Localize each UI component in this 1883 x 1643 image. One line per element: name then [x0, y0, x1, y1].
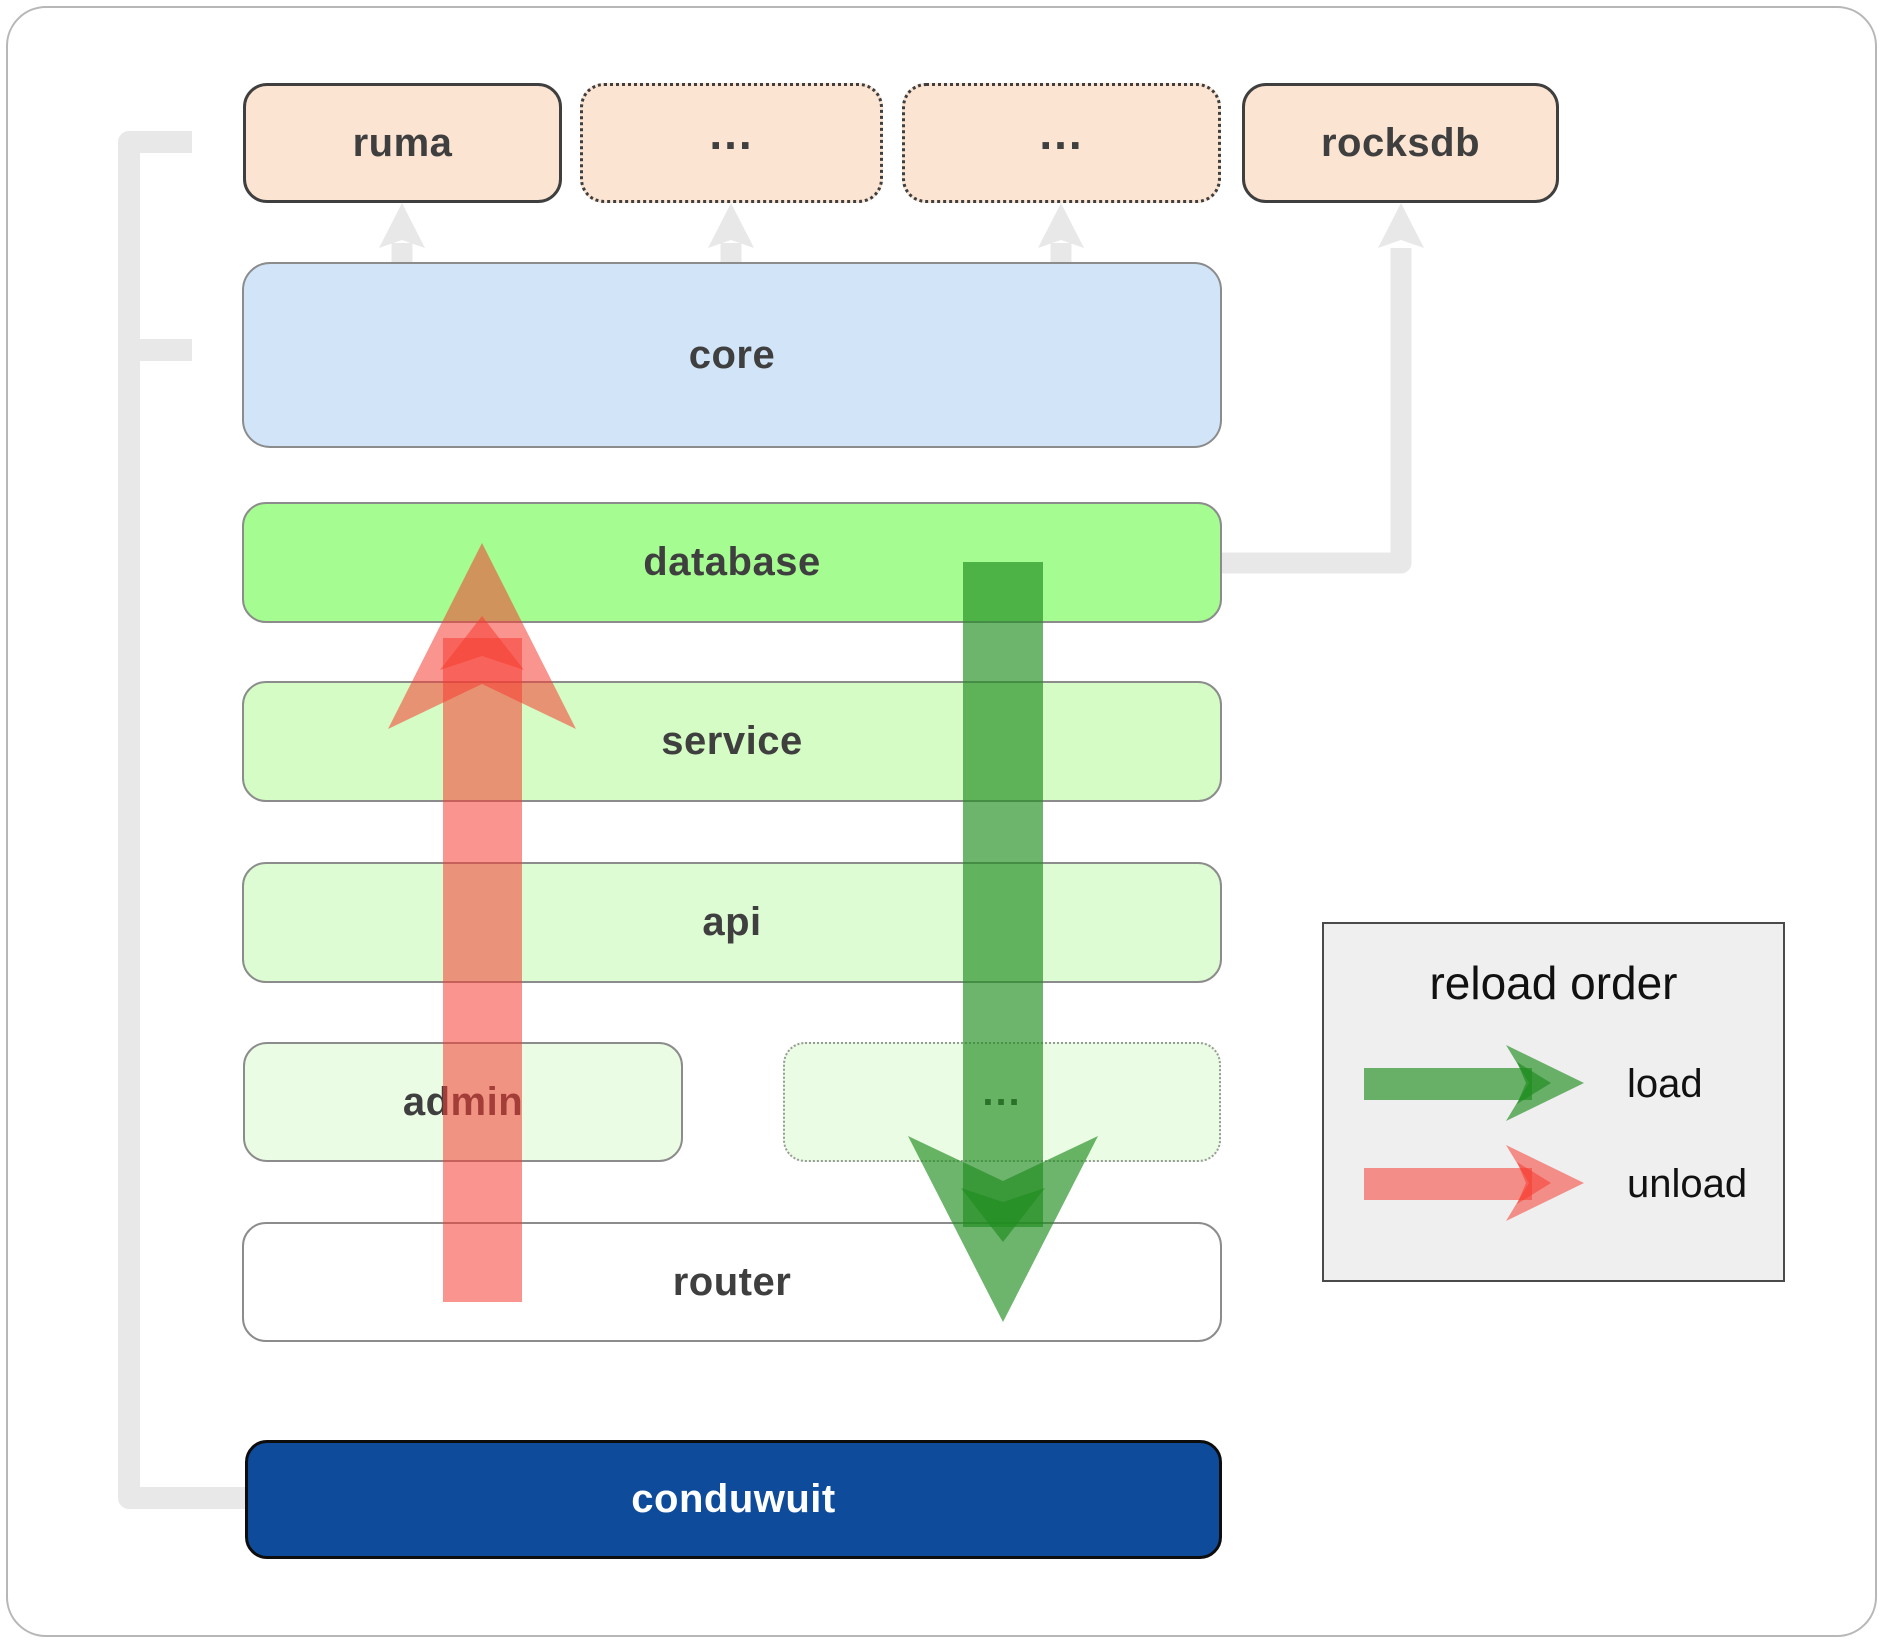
- diagram-outer-frame: [6, 6, 1877, 1637]
- node-api-label: api: [702, 900, 762, 944]
- node-core: core: [242, 262, 1222, 448]
- node-router: router: [242, 1222, 1222, 1342]
- node-crate-placeholder-1: ...: [580, 83, 883, 203]
- ellipsis-label: ...: [982, 1070, 1022, 1114]
- legend-load-label: load: [1627, 1061, 1703, 1106]
- legend-load-inner-tip: [1517, 1062, 1551, 1104]
- node-service: service: [242, 681, 1222, 802]
- node-conduwuit-label: conduwuit: [631, 1477, 836, 1521]
- ellipsis-label: ...: [1039, 107, 1084, 159]
- node-router-label: router: [672, 1259, 792, 1304]
- node-conduwuit: conduwuit: [245, 1440, 1222, 1559]
- legend-load-arrow-icon: [1364, 1045, 1584, 1121]
- legend-unload-arrow-icon: [1364, 1145, 1584, 1221]
- legend-load-shaft: [1364, 1068, 1532, 1100]
- node-ruma-label: ruma: [352, 120, 453, 165]
- node-crate-placeholder-2: ...: [902, 83, 1221, 203]
- node-api: api: [242, 862, 1222, 983]
- legend-unload-shaft: [1364, 1168, 1532, 1200]
- node-database-label: database: [643, 540, 821, 584]
- node-service-placeholder: ...: [783, 1042, 1221, 1162]
- node-database: database: [242, 502, 1222, 623]
- node-rocksdb-label: rocksdb: [1320, 120, 1481, 165]
- legend-unload-inner-tip: [1517, 1162, 1551, 1204]
- node-admin: admin: [243, 1042, 683, 1162]
- ellipsis-label: ...: [709, 107, 754, 159]
- node-rocksdb: rocksdb: [1242, 83, 1559, 203]
- legend-title: reload order: [1429, 957, 1678, 1009]
- node-admin-label: admin: [402, 1079, 524, 1124]
- legend-unload-label: unload: [1627, 1161, 1748, 1206]
- node-ruma: ruma: [243, 83, 562, 203]
- node-core-label: core: [688, 332, 776, 377]
- legend-reload-order: reload order load unload: [1322, 922, 1785, 1282]
- node-service-label: service: [661, 719, 803, 763]
